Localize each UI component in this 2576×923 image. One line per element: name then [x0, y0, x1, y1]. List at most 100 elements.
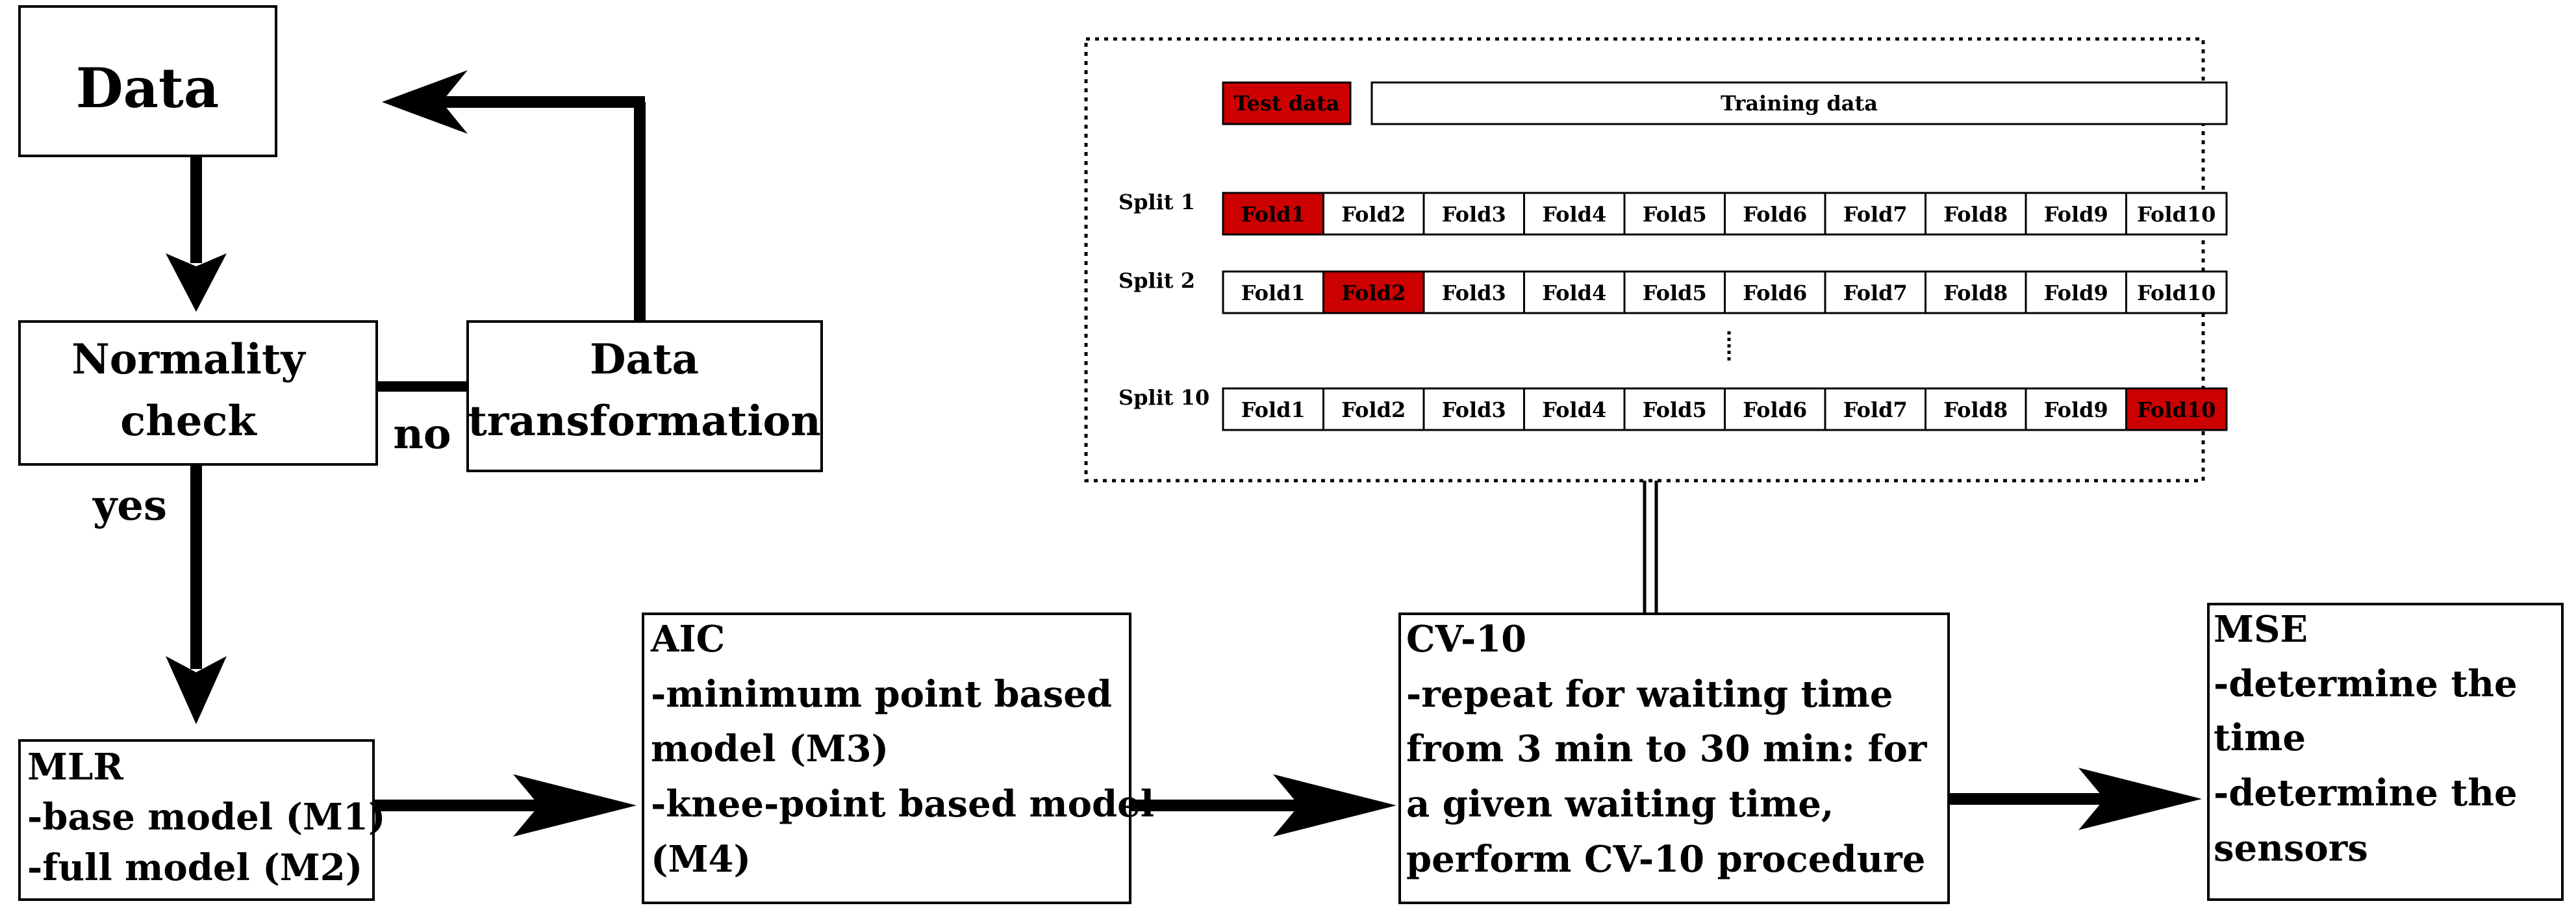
fold-label: Fold2 [1341, 281, 1406, 305]
fold-label: Fold8 [1943, 281, 2008, 305]
fold-label: Fold8 [1943, 202, 2008, 227]
fold-label: Fold5 [1643, 398, 1707, 422]
fold-cell-training [1222, 387, 1324, 431]
aic-line-1: AIC [650, 618, 725, 661]
data-transformation-line-1: Data [590, 335, 699, 384]
fold-label: Fold10 [2137, 398, 2216, 422]
legend-training-bar [1370, 81, 2228, 125]
fold-label: Fold2 [1341, 398, 1406, 422]
split-label: Split 1 [1118, 190, 1195, 214]
legend-training-label: Training data [1721, 91, 1878, 116]
fold-cell-training [1925, 270, 2027, 314]
normality-check-line-2: check [120, 397, 257, 446]
fold-label: Fold2 [1341, 202, 1406, 227]
no-label: no [393, 410, 451, 459]
fold-cell-training [1322, 192, 1425, 236]
split-label: Split 10 [1118, 385, 1209, 410]
cv10-line-3: from 3 min to 30 min: for [1406, 727, 1928, 770]
mse-line-2: -determine the [2214, 663, 2518, 705]
legend-test-label: Test data [1233, 91, 1339, 116]
arrow-aic-to-cv10 [1130, 774, 1396, 837]
fold-cell-test [2125, 387, 2228, 431]
fold-label: Fold5 [1643, 281, 1707, 305]
aic-line-4: -knee-point based model [651, 783, 1154, 826]
fold-cell-training [1824, 387, 1926, 431]
aic-node: AIC -minimum point based model (M3) -kne… [642, 613, 1154, 904]
cv10-line-5: perform CV-10 procedure [1406, 838, 1925, 881]
fold-cell-training [1523, 192, 1626, 236]
fold-cell-training [1724, 192, 1826, 236]
fold-cell-training [1422, 270, 1525, 314]
mse-line-1: MSE [2214, 608, 2308, 651]
fold-label: Fold6 [1743, 281, 1807, 305]
fold-cell-training [2025, 192, 2127, 236]
legend-test-swatch [1222, 81, 1352, 125]
mlr-line-1: MLR [27, 746, 123, 789]
mlr-line-2: -base model (M1) [27, 796, 385, 839]
fold-cell-training [2125, 270, 2228, 314]
mlr-line-3: -full model (M2) [27, 846, 362, 889]
cv10-node: CV-10 -repeat for waiting time from 3 mi… [1398, 613, 1950, 904]
fold-label: Fold4 [1542, 281, 1606, 305]
mse-node: MSE -determine the time -determine the s… [2207, 603, 2564, 901]
mse-line-4: -determine the [2214, 772, 2518, 815]
fold-cell-training [2025, 270, 2127, 314]
mlr-node: MLR -base model (M1) -full model (M2) [18, 739, 385, 901]
fold-cell-training [2025, 387, 2127, 431]
fold-label: Fold8 [1943, 398, 2008, 422]
data-node: Data [18, 5, 277, 157]
fold-cell-test [1322, 270, 1425, 314]
fold-label: Fold6 [1743, 398, 1807, 422]
fold-label: Fold10 [2137, 281, 2216, 305]
data-transformation-line-2: transformation [468, 397, 821, 446]
fold-cell-training [1623, 270, 1726, 314]
fold-cell-training [2125, 192, 2228, 236]
fold-cell-training [1724, 270, 1826, 314]
mse-line-5: sensors [2214, 827, 2368, 870]
fold-label: Fold10 [2137, 202, 2216, 227]
cv10-line-2: -repeat for waiting time [1406, 673, 1893, 716]
yes-label: yes [92, 481, 167, 530]
fold-label: Fold1 [1241, 281, 1306, 305]
fold-label: Fold3 [1442, 202, 1506, 227]
fold-cell-training [1422, 192, 1525, 236]
fold-label: Fold4 [1542, 398, 1606, 422]
fold-cell-training [1824, 192, 1926, 236]
fold-cell-training [1925, 387, 2027, 431]
fold-label: Fold6 [1743, 202, 1807, 227]
fold-cell-training [1623, 387, 1726, 431]
split-label: Split 2 [1118, 268, 1195, 293]
fold-cell-training [1925, 192, 2027, 236]
aic-line-2: -minimum point based [651, 673, 1112, 716]
fold-label: Fold9 [2044, 398, 2108, 422]
aic-line-5: (M4) [651, 838, 751, 881]
fold-cell-training [1523, 387, 1626, 431]
data-node-label: Data [76, 56, 220, 120]
fold-label: Fold7 [1843, 202, 1908, 227]
fold-label: Fold5 [1643, 202, 1707, 227]
arrow-cv10-to-mse [1949, 768, 2202, 830]
arrow-normality-to-mlr [166, 464, 227, 724]
fold-label: Fold7 [1843, 398, 1908, 422]
cv10-line-1: CV-10 [1406, 618, 1526, 661]
arrow-data-to-normality [166, 156, 227, 312]
fold-label: Fold3 [1442, 281, 1506, 305]
fold-cell-training [1222, 270, 1324, 314]
fold-cell-test [1222, 192, 1324, 236]
cv10-line-4: a given waiting time, [1406, 783, 1834, 826]
fold-label: Fold4 [1542, 202, 1606, 227]
aic-line-3: model (M3) [651, 727, 889, 770]
data-transformation-node: Data transformation [466, 320, 823, 472]
fold-cell-training [1623, 192, 1726, 236]
connector-cv-scheme-to-cv10 [1643, 481, 1658, 614]
normality-check-node: Normality check [18, 320, 378, 466]
arrow-transformation-to-data [382, 70, 646, 322]
fold-label: Fold9 [2044, 281, 2108, 305]
fold-label: Fold9 [2044, 202, 2108, 227]
fold-label: Fold1 [1241, 202, 1306, 227]
fold-label: Fold1 [1241, 398, 1306, 422]
normality-check-line-1: Normality [71, 335, 306, 384]
